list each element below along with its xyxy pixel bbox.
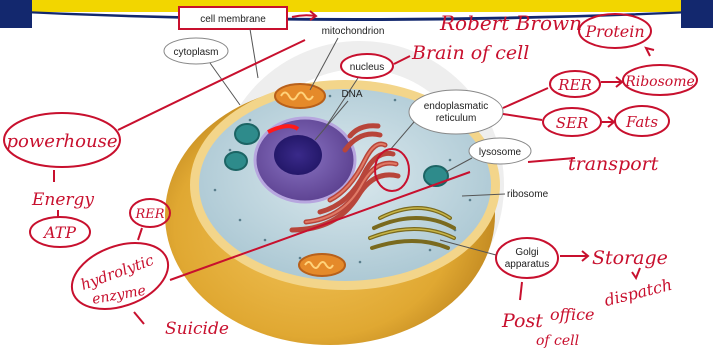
label-ribosome: ribosome: [507, 189, 549, 200]
label-cytoplasm: cytoplasm: [173, 47, 218, 58]
annotation-arrow: [632, 268, 640, 278]
annotation-powerhouse: powerhouse: [7, 131, 118, 152]
logo-right: [681, 0, 713, 28]
annotation-fats: Fats: [625, 113, 658, 131]
label-lysosome: lysosome: [479, 147, 522, 158]
annotation-post: Post: [501, 310, 543, 332]
label-golgi-line1: Golgi: [515, 247, 538, 258]
lysosome-organelle: [424, 166, 448, 186]
label-er-line1: endoplasmatic: [424, 101, 488, 112]
annotation-energy: Energy: [31, 190, 94, 210]
vesicle: [225, 152, 247, 170]
mitochondrion-organelle: [275, 84, 325, 108]
annotation-ribosome: Ribosome: [624, 74, 695, 90]
annotation-protein: Protein: [584, 22, 644, 41]
annotation-transport: transport: [568, 153, 659, 175]
mitochondrion-organelle-lower: [299, 254, 345, 276]
label-er-line2: reticulum: [436, 113, 477, 124]
logo-left: [0, 0, 32, 28]
label-bubble-er: [409, 90, 503, 134]
annotation-arrow: [602, 117, 614, 127]
annotation-storage: Storage: [592, 247, 668, 269]
annotation-arrow: [520, 282, 522, 300]
annotation-brain-of-cell: Brain of cell: [411, 42, 529, 64]
annotation-arrow: [646, 48, 654, 56]
leader-line: [250, 29, 258, 78]
annotation-arrow: [601, 77, 622, 87]
label-golgi-line2: apparatus: [505, 259, 549, 270]
annotation-atp: ATP: [42, 223, 76, 242]
label-mitochondrion: mitochondrion: [322, 26, 385, 37]
vesicle: [235, 124, 259, 144]
annotation-ser: SER: [556, 114, 589, 132]
annotation-of-cell: of cell: [536, 333, 579, 349]
annotation-dispatch: dispatch: [602, 275, 674, 310]
annotation-rer: RER: [557, 76, 592, 94]
annotation-suicide: Suicide: [165, 319, 229, 339]
annotation-arrow: [503, 88, 548, 120]
label-dna: DNA: [341, 89, 362, 100]
label-bubble-golgi: [496, 238, 558, 278]
nucleolus: [274, 135, 322, 175]
label-nucleus: nucleus: [350, 62, 384, 73]
annotation-rer-left: RER: [134, 207, 164, 222]
annotation-arrow: [560, 251, 588, 261]
annotation-office: office: [550, 305, 595, 324]
annotation-arrow: [134, 312, 144, 324]
annotation-robert-brown: Robert Brown: [439, 11, 582, 35]
label-cell-membrane: cell membrane: [200, 14, 266, 25]
annotation-arrow: [138, 228, 142, 240]
